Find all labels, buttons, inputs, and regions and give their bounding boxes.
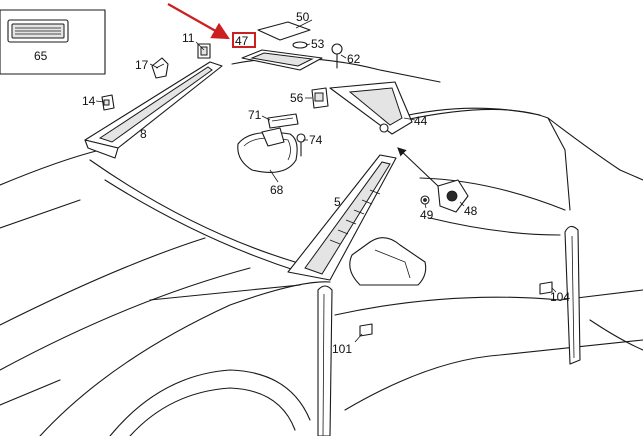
label-104: 104 [550, 290, 570, 304]
pointer-part [292, 41, 308, 49]
highlight-callout [167, 3, 256, 48]
visor-mount-cover [241, 49, 323, 71]
label-62: 62 [347, 52, 361, 66]
clip-left [151, 57, 169, 79]
screw-mirror-icon [296, 133, 306, 157]
label-101: 101 [332, 342, 352, 356]
label-11: 11 [182, 31, 195, 45]
inset-box [0, 9, 106, 75]
part-labels: 65 50 47 53 11 62 17 14 8 56 44 71 74 68… [34, 10, 570, 356]
label-47: 47 [235, 34, 249, 48]
clip-seal-right [539, 281, 553, 295]
car-body-outline [0, 57, 643, 436]
sun-visor [329, 81, 413, 135]
label-5: 5 [334, 195, 341, 209]
label-17: 17 [135, 58, 149, 72]
label-49: 49 [420, 208, 434, 222]
label-50: 50 [296, 10, 310, 24]
seal-right [564, 225, 581, 365]
label-53: 53 [311, 37, 325, 51]
label-8: 8 [140, 127, 147, 141]
a-pillar-trim [287, 154, 397, 281]
label-14: 14 [82, 94, 96, 108]
mirror-cover [267, 113, 299, 129]
label-48: 48 [464, 204, 478, 218]
label-74: 74 [309, 133, 323, 147]
label-68: 68 [270, 183, 284, 197]
label-65: 65 [34, 49, 48, 63]
label-44: 44 [414, 114, 428, 128]
visor-plate [257, 21, 311, 41]
label-56: 56 [290, 91, 304, 105]
bracket [101, 94, 115, 111]
leader-lines [95, 19, 557, 343]
label-71: 71 [248, 108, 262, 122]
clip-seal-left [359, 323, 373, 337]
washer [420, 195, 430, 205]
a-pillar-trim-left [84, 61, 223, 159]
seal-left [317, 285, 333, 436]
clip-mount [311, 87, 329, 109]
screw-icon [331, 43, 343, 69]
rear-view-mirror [237, 127, 298, 173]
